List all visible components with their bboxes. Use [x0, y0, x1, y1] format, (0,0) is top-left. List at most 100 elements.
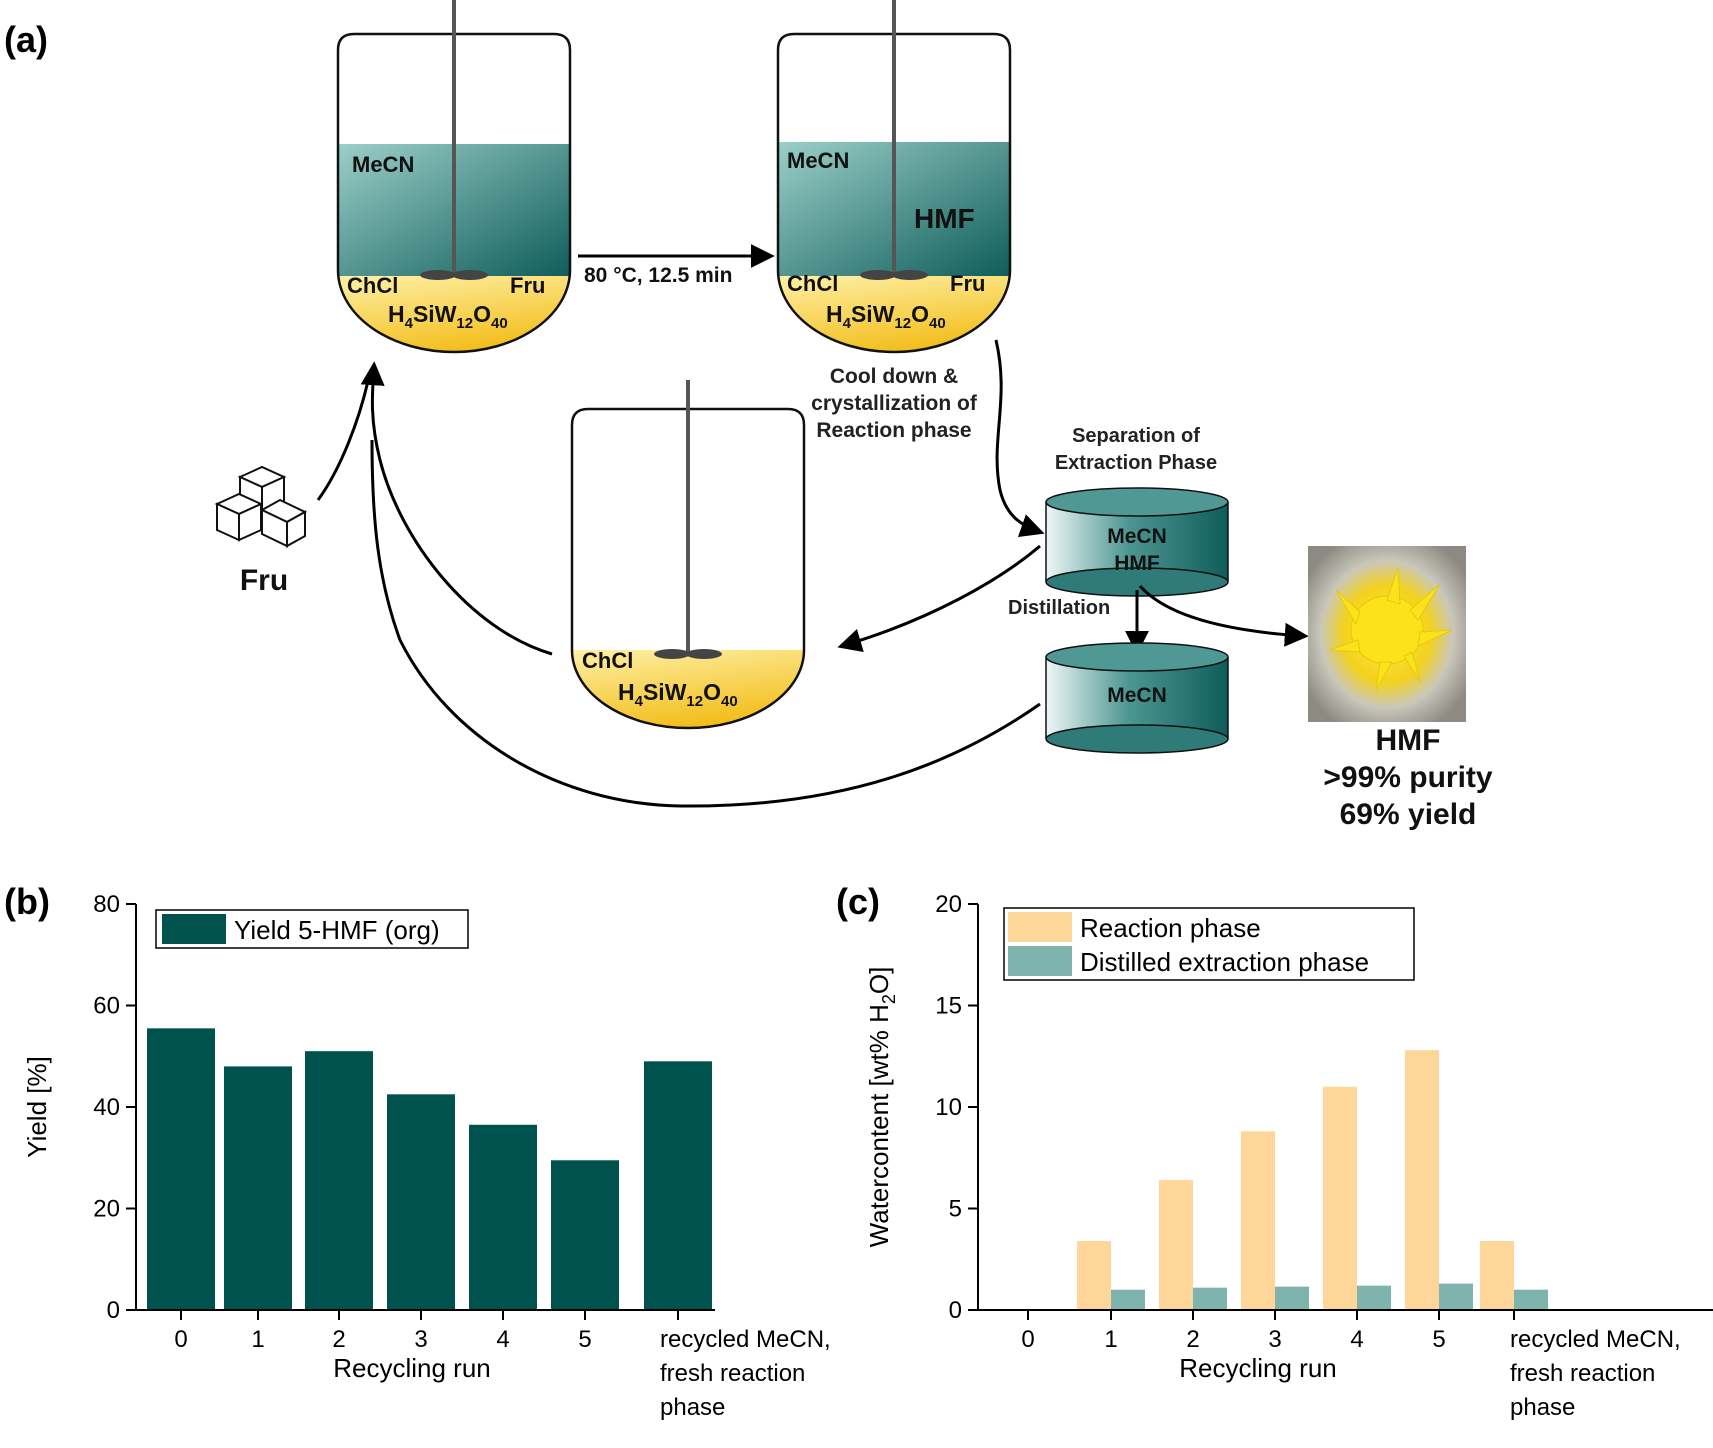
reactor-1-catalyst: H4SiW12O40 — [388, 301, 508, 332]
chart-c-bar-distilled-1 — [1111, 1289, 1145, 1310]
arrow-recycle-des — [360, 361, 553, 656]
chart-b-bar-5 — [551, 1160, 619, 1310]
chart-b-x-tick-label-5: 5 — [578, 1326, 591, 1353]
distillation-label: Distillation — [1008, 597, 1110, 619]
chart-b-bar-2 — [305, 1051, 373, 1310]
reactor-1-outline — [336, 32, 572, 354]
arrow-to-product — [1138, 585, 1309, 647]
vessel-extraction-top — [1045, 487, 1229, 517]
cool-down-label: Cool down & crystallization of Reaction … — [811, 365, 978, 442]
sugar-cubes-icon — [214, 465, 308, 548]
chart-c-y-ticks: 0 5 10 15 20 — [935, 891, 978, 1324]
reactor-2-impeller-left — [860, 270, 896, 280]
chart-c-legend-swatch-reaction — [1008, 912, 1072, 942]
chart-b-bar-4 — [469, 1124, 537, 1310]
chart-c-legend-swatch-distilled — [1008, 946, 1072, 976]
reactor-1-right-label: Fru — [510, 273, 545, 298]
vessel-distilled: MeCN — [1045, 642, 1229, 754]
arrow-recycle-mecn — [370, 439, 1041, 808]
chart-c-legend-label-reaction: Reaction phase — [1080, 913, 1261, 943]
chart-c-x-tick-label-3: 3 — [1268, 1326, 1281, 1353]
svg-text:crystallization of: crystallization of — [811, 392, 978, 415]
panel-a-label: (a) — [4, 19, 48, 60]
vessel-extraction-label-2: HMF — [1114, 552, 1160, 575]
chart-b-bars — [147, 1028, 712, 1310]
chart-c-bar-distilled-3 — [1275, 1286, 1309, 1310]
panel-b-label: (b) — [4, 881, 50, 922]
chart-c-y-tick-label-1: 5 — [949, 1196, 962, 1223]
chart-c-bar-distilled-5 — [1439, 1283, 1473, 1310]
chart-c-y-axis-title: Watercontent [wt% H2O] — [864, 967, 899, 1248]
chart-c-y-tick-label-0: 0 — [949, 1297, 962, 1324]
vessel-distilled-label: MeCN — [1107, 684, 1167, 707]
panel-c-label: (c) — [836, 881, 880, 922]
chart-b-y-tick-label-1: 20 — [93, 1196, 120, 1223]
reactor-3-impeller-left — [654, 649, 690, 659]
chart-b-x-tick-label-0: 0 — [174, 1326, 187, 1353]
chart-c-bar-reaction-2 — [1159, 1180, 1193, 1310]
chart-b-legend-label: Yield 5-HMF (org) — [234, 915, 440, 945]
chart-c-x-tick-label-2: 2 — [1186, 1326, 1199, 1353]
chart-c-y-tick-label-2: 10 — [935, 1094, 962, 1121]
chart-b-bar-0 — [147, 1028, 215, 1310]
feed-label: Fru — [240, 564, 288, 597]
chart-c-legend-box — [1003, 907, 1415, 981]
separation-label-line1: Separation of — [1072, 425, 1200, 447]
chart-c-bar-reaction-5 — [1405, 1050, 1439, 1310]
chart-c: (c) 0 5 10 15 20 0 1 2 3 4 5 recycled MeCN, fresh r… — [836, 881, 1713, 1421]
vessel-extraction-label-1: MeCN — [1107, 525, 1167, 548]
chart-b-x-axis-title: Recycling run — [333, 1353, 491, 1383]
reactor-2-product-label: HMF — [914, 203, 975, 234]
reactor-2: MeCN HMF ChCl Fru H4SiW12O40 — [776, 0, 1012, 354]
svg-text:Cool down &: Cool down & — [830, 365, 958, 388]
chart-b-bar-3 — [387, 1094, 455, 1310]
result-product: HMF — [1376, 724, 1441, 757]
reactor-1-left-label: ChCl — [347, 273, 398, 298]
arrow-feed — [316, 371, 372, 501]
chart-c-x-tick-label-6-line-1: fresh reaction — [1510, 1360, 1655, 1387]
reactor-3-impeller-right — [686, 649, 722, 659]
chart-b-x-tick-label-6-line-1: fresh reaction — [660, 1360, 805, 1387]
chart-b-x-tick-label-1: 1 — [251, 1326, 264, 1353]
result-yield: 69% yield — [1340, 798, 1477, 831]
chart-b-legend-swatch — [162, 914, 226, 944]
chart-b-y-tick-label-3: 60 — [93, 993, 120, 1020]
reactor-2-right-label: Fru — [950, 271, 985, 296]
chart-b-x-tick-label-2: 2 — [332, 1326, 345, 1353]
chart-b-y-tick-label-0: 0 — [107, 1297, 120, 1324]
chart-c-y-tick-label-3: 15 — [935, 993, 962, 1020]
chart-c-legend: Reaction phase Distilled extraction phas… — [1003, 907, 1415, 981]
chart-c-bar-distilled-6 — [1514, 1289, 1548, 1310]
chart-c-bars — [1077, 1050, 1548, 1310]
chart-c-bar-distilled-2 — [1193, 1287, 1227, 1310]
chart-b-x-tick-label-3: 3 — [414, 1326, 427, 1353]
reactor-1: MeCN ChCl Fru H4SiW12O40 — [336, 0, 572, 354]
chart-c-bar-reaction-4 — [1323, 1086, 1357, 1310]
chart-b-y-axis-title: Yield [%] — [22, 1056, 52, 1158]
chart-b-x-tick-label-6-line-0: recycled MeCN, — [660, 1326, 831, 1353]
result-purity: >99% purity — [1323, 761, 1493, 794]
reactor-2-catalyst: H4SiW12O40 — [826, 301, 946, 332]
vessel-extraction: MeCN HMF — [1045, 487, 1229, 597]
reactor-3-outline — [570, 407, 806, 730]
chart-b-legend: Yield 5-HMF (org) — [155, 909, 469, 949]
arrow-condition-label: 80 °C, 12.5 min — [584, 264, 732, 287]
chart-c-x-tick-label-1: 1 — [1104, 1326, 1117, 1353]
reactor-1-top-label: MeCN — [352, 152, 414, 177]
chart-c-legend-label-distilled: Distilled extraction phase — [1080, 947, 1369, 977]
chart-c-x-tick-label-6-line-0: recycled MeCN, — [1510, 1326, 1681, 1353]
chart-c-bar-reaction-6 — [1480, 1240, 1514, 1310]
chart-c-bar-reaction-3 — [1241, 1131, 1275, 1310]
reactor-2-left-label: ChCl — [787, 271, 838, 296]
reactor-2-top-label: MeCN — [787, 148, 849, 173]
chart-c-x-tick-label-4: 4 — [1350, 1326, 1363, 1353]
chart-c-x-tick-label-0: 0 — [1021, 1326, 1034, 1353]
chart-c-bar-distilled-4 — [1357, 1285, 1391, 1310]
chart-b-bar-1 — [224, 1066, 292, 1310]
chart-c-y-tick-label-4: 20 — [935, 891, 962, 918]
reactor-3-catalyst: H4SiW12O40 — [618, 679, 738, 710]
separation-label-line2: Extraction Phase — [1055, 452, 1217, 474]
